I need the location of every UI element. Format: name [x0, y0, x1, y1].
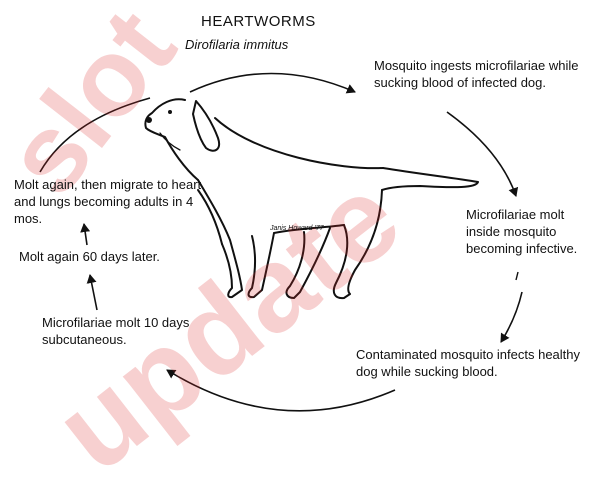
- arrow-top-to-mosquito: [190, 74, 355, 93]
- artist-signature: Janis Howard '77: [270, 224, 323, 233]
- stage-molt-in-mosquito: Microfilariae molt inside mosquito becom…: [466, 206, 588, 257]
- stage-adult-migration: Molt again, then migrate to heart and lu…: [14, 176, 206, 227]
- stage-mosquito-infects: Contaminated mosquito infects healthy do…: [356, 346, 588, 380]
- arrow-molt-to-infect: [501, 292, 522, 342]
- diagram-subtitle: Dirofilaria immitus: [185, 36, 288, 53]
- tick-right: [516, 272, 518, 280]
- diagram-title: HEARTWORMS: [201, 13, 316, 30]
- stage-molt-60-days: Molt again 60 days later.: [19, 248, 194, 265]
- arrow-ingest-to-molt: [447, 112, 516, 196]
- heartworm-lifecycle-diagram: slot update HEARTWORMS Dirofilaria immit…: [0, 0, 589, 430]
- arrow-adult-to-top: [40, 98, 150, 172]
- stage-mosquito-ingests: Mosquito ingests microfilariae while suc…: [374, 57, 586, 91]
- arrow-subcutaneous-to-60days: [90, 275, 97, 310]
- arrow-60days-to-adult: [84, 224, 87, 245]
- stage-subcutaneous-molt: Microfilariae molt 10 days subcutaneous.: [42, 314, 197, 348]
